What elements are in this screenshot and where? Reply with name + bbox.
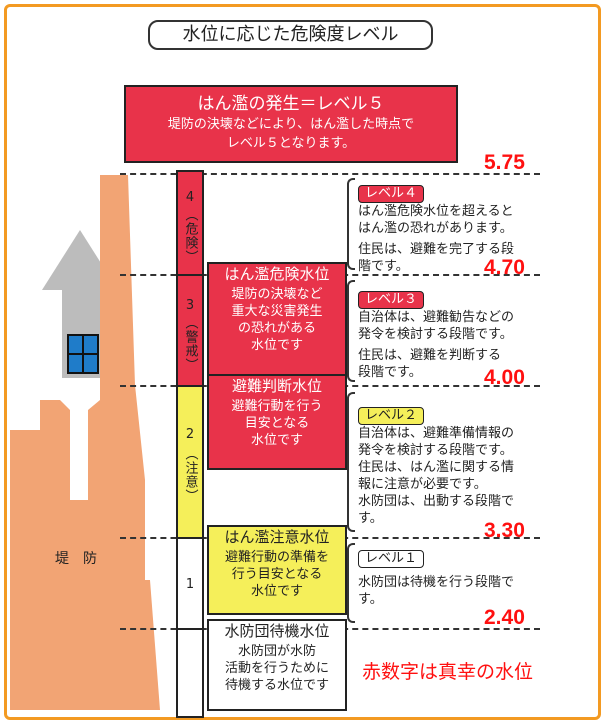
danger-water-level-box: はん濫危険水位 堤防の決壊など 重大な災害発生 の恐れがある 水位です (207, 262, 347, 382)
value-label: 4.70 (484, 256, 525, 279)
desc-line: 水防団は待機を行う段階で (358, 575, 515, 590)
level-2-description: レベル２ 自治体は、避難準備情報の 発令を検討する段階です。 住民は、はん濫に関… (358, 404, 558, 527)
wl-line: 水位です (250, 433, 303, 448)
wl-line: 待機する水位です (224, 678, 329, 693)
wl-line: 活動を行うために (224, 661, 329, 676)
dike-house-illustration (10, 175, 160, 710)
value-label: 5.75 (484, 151, 525, 174)
flood-title: はん濫の発生＝レベル５ (197, 94, 385, 114)
bar-number: 3 (185, 298, 195, 313)
dike-label: 堤 防 (55, 551, 97, 567)
red-number-note: 赤数字は真幸の水位 (362, 661, 534, 683)
desc-line: 報に注意が必要です。 (358, 477, 487, 492)
wl-line: 重大な災害発生 (231, 304, 323, 319)
wl-title: 避難判断水位 (231, 377, 322, 395)
desc-line: 発令を検討する段階です。 (358, 443, 513, 458)
bar-number: 1 (185, 577, 195, 592)
bar-label: （注意） (182, 447, 198, 503)
desc-line: 発令を検討する段階です。 (358, 327, 513, 342)
wl-line: 目安となる (244, 416, 310, 431)
wl-title: はん濫危険水位 (224, 265, 330, 283)
bracket (347, 280, 355, 382)
bar-number: 4 (185, 190, 195, 205)
level-bar-4: 4 （危険） (176, 170, 204, 276)
level-bar-0 (176, 628, 204, 718)
desc-line: 住民は、はん濫に関する情 (358, 460, 515, 475)
wl-line: 堤防の決壊など (231, 287, 323, 302)
level-4-description: レベル４ はん濫危険水位を超えると はん濫の恐れがあります。 住民は、避難を完了… (358, 182, 558, 275)
level-tag: レベル３ (358, 291, 425, 309)
wl-line: 水防団が水防 (237, 644, 316, 659)
line-5-75 (120, 173, 540, 175)
desc-line: 自治体は、避難準備情報の (358, 426, 515, 441)
level-tag: レベル４ (358, 185, 425, 203)
value-label: 2.40 (484, 606, 525, 629)
flood-level5-box: はん濫の発生＝レベル５ 堤防の決壊などにより、はん濫した時点で レベル５となりま… (124, 85, 458, 163)
standby-level-box: 水防団待機水位 水防団が水防 活動を行うために 待機する水位です (207, 619, 347, 711)
wl-line: 水位です (250, 338, 303, 353)
diagram-title: 水位に応じた危険度レベル (148, 20, 433, 50)
bracket (347, 392, 355, 532)
desc-line: す。 (358, 511, 383, 526)
wl-line: 避難行動の準備を (224, 550, 329, 565)
level-1-description: レベル１ 水防団は待機を行う段階で す。 (358, 547, 558, 608)
wl-line: 避難行動を行う (231, 399, 323, 414)
desc-line: 自治体は、避難勧告などの (358, 310, 515, 325)
flood-desc-2: レベル５となります。 (226, 136, 356, 151)
wl-line: の恐れがある (237, 321, 316, 336)
level-bar-3: 3 （警戒） (176, 274, 204, 387)
level-bar-1: 1 (176, 537, 204, 630)
bracket (347, 178, 355, 270)
bar-label: （危険） (182, 208, 198, 264)
desc-line: はん濫危険水位を超えると (358, 204, 514, 219)
level-3-description: レベル３ 自治体は、避難勧告などの 発令を検討する段階です。 住民は、避難を判断… (358, 288, 558, 381)
level-tag: レベル１ (358, 550, 425, 568)
desc-line: 住民は、避難を判断する (358, 348, 502, 363)
desc-line: はん濫の恐れがあります。 (358, 221, 513, 236)
desc-line: 段階です。 (358, 365, 422, 380)
wl-line: 行う目安となる (231, 567, 323, 582)
level-bar-2: 2 （注意） (176, 385, 204, 539)
bracket (347, 543, 355, 623)
wl-title: はん濫注意水位 (224, 528, 330, 546)
wl-title: 水防団待機水位 (224, 622, 330, 640)
wl-line: 水位です (250, 584, 303, 599)
level-tag: レベル２ (358, 407, 425, 425)
value-label: 4.00 (484, 366, 525, 389)
evacuation-judgment-level-box: 避難判断水位 避難行動を行う 目安となる 水位です (207, 374, 347, 470)
desc-line: 階です。 (358, 259, 409, 274)
flood-caution-level-box: はん濫注意水位 避難行動の準備を 行う目安となる 水位です (207, 525, 347, 615)
flood-desc-1: 堤防の決壊などにより、はん濫した時点で (167, 117, 415, 132)
desc-line: 住民は、避難を完了する段 (358, 242, 515, 257)
value-label: 3.30 (484, 519, 525, 542)
bar-number: 2 (185, 427, 195, 442)
bar-label: （警戒） (182, 316, 198, 372)
desc-line: 水防団は、出動する段階で (358, 494, 515, 509)
desc-line: す。 (358, 592, 383, 607)
